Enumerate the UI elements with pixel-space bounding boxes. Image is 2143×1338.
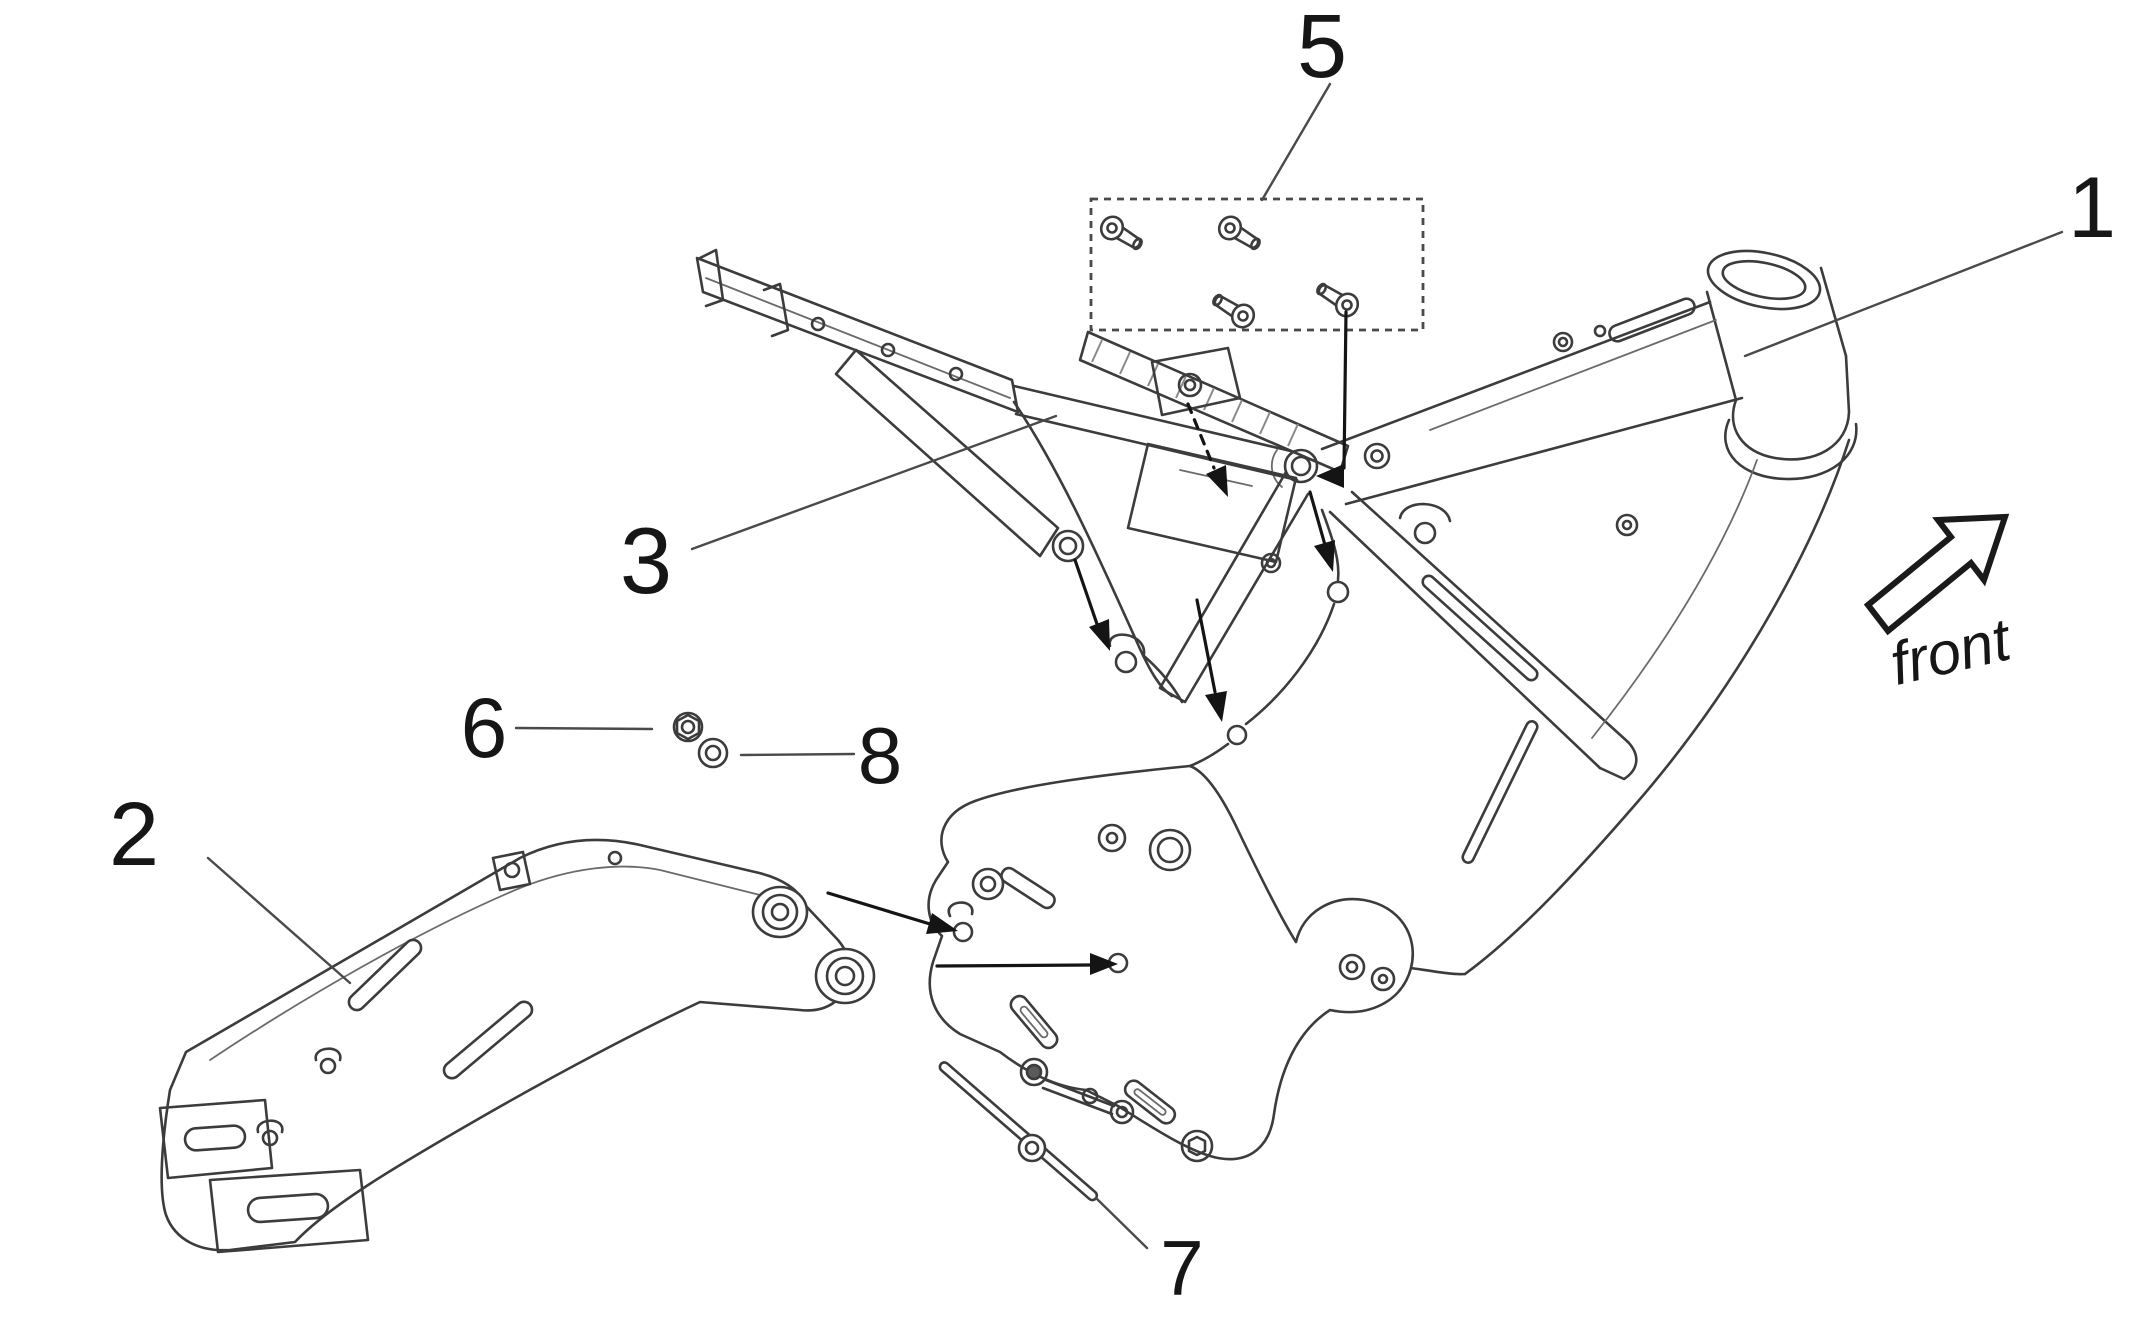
motor-mount-hole bbox=[1370, 966, 1396, 992]
callout-3: 3 bbox=[620, 508, 672, 613]
callout-leaders bbox=[206, 82, 2064, 1250]
nut-drawing bbox=[672, 711, 704, 743]
washer-on-frame bbox=[1097, 823, 1127, 853]
bolt-icon bbox=[1099, 215, 1143, 251]
link-bolt bbox=[1019, 1057, 1049, 1087]
frame-tab-hole bbox=[1413, 521, 1437, 545]
subframe-junction-bolt bbox=[1283, 448, 1319, 484]
callout-1-leader bbox=[1743, 230, 2064, 358]
down-tube-slot bbox=[1461, 720, 1539, 864]
assembly-arrows bbox=[826, 310, 1348, 975]
assembly-arrow bbox=[826, 891, 932, 926]
top-tube-slot bbox=[1608, 297, 1696, 343]
pivot-hole bbox=[1148, 828, 1192, 872]
frame-lower-bracket bbox=[927, 764, 1414, 1161]
main-frame-drawing bbox=[927, 249, 1858, 1163]
frame-tab-hole bbox=[1226, 724, 1248, 746]
bolt-icon bbox=[1316, 282, 1360, 318]
callout-6-leader bbox=[514, 726, 654, 731]
callout-5: 5 bbox=[1297, 0, 1347, 97]
frame-hole bbox=[1615, 513, 1639, 537]
assembly-arrow bbox=[1342, 310, 1348, 470]
bolt-icon bbox=[1212, 293, 1256, 329]
callout-6: 6 bbox=[461, 681, 508, 775]
assembly-arrow bbox=[935, 963, 1092, 968]
bolt-icon bbox=[1217, 215, 1261, 251]
callout-3-leader bbox=[690, 414, 1058, 551]
callout-8-leader bbox=[739, 752, 856, 757]
assembly-arrow-dashed bbox=[1186, 402, 1216, 470]
link-pivot bbox=[1109, 1099, 1135, 1125]
rear-mudguard-drawing bbox=[158, 838, 876, 1254]
subframe-bolt bbox=[1260, 552, 1282, 574]
assembly-arrow bbox=[1195, 598, 1217, 694]
frame-bolt bbox=[1363, 442, 1391, 470]
mudguard-slot bbox=[347, 938, 423, 1012]
washer-drawing bbox=[697, 737, 729, 769]
front-direction-arrow-icon bbox=[1863, 513, 2010, 636]
callout-7-leader bbox=[1094, 1196, 1149, 1250]
assembly-arrow bbox=[1308, 490, 1327, 547]
seat-stay-slot bbox=[1421, 574, 1539, 682]
head-tube bbox=[1705, 249, 1858, 481]
subframe-front-pivot-bolt bbox=[1051, 529, 1085, 563]
callout-1: 1 bbox=[2068, 160, 2116, 256]
subframe-drawing bbox=[695, 248, 1350, 704]
front-direction: front bbox=[1863, 513, 2018, 698]
bolt-kit-box bbox=[1089, 197, 1425, 332]
mount-hole bbox=[971, 867, 1005, 901]
subframe-top-bolt bbox=[1177, 372, 1203, 398]
callout-5-leader bbox=[1260, 82, 1332, 202]
frame-tab-hole bbox=[1326, 580, 1350, 604]
top-tube-bolt bbox=[1552, 331, 1574, 353]
callout-8: 8 bbox=[858, 711, 903, 800]
callout-2: 2 bbox=[109, 785, 159, 885]
callout-numbers: 1 2 3 5 6 7 8 bbox=[109, 0, 2116, 1312]
frame-tab-hole bbox=[1114, 650, 1138, 674]
assembly-arrow bbox=[1073, 558, 1099, 626]
footpeg-bolt bbox=[1180, 1129, 1214, 1163]
mudguard-bushing bbox=[751, 885, 809, 939]
mudguard-slot bbox=[442, 1000, 534, 1080]
callout-7: 7 bbox=[1160, 1224, 1203, 1312]
motor-mount-hole bbox=[1338, 953, 1366, 981]
callout-2-leader bbox=[206, 856, 352, 985]
mudguard-mount-hole bbox=[952, 921, 974, 943]
mudguard-bushing bbox=[814, 947, 876, 1005]
